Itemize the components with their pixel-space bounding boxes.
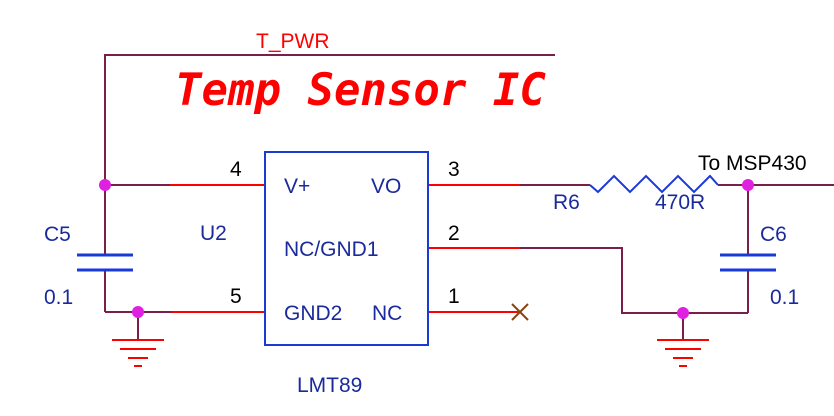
wire-t-pwr — [104, 54, 555, 186]
net-label-msp430: To MSP430 — [698, 152, 807, 175]
c5-value-label: 0.1 — [44, 286, 73, 309]
pin-name-vo: VO — [371, 175, 401, 198]
junction-dot-gnd-left — [132, 306, 144, 318]
ground-symbol-right — [657, 339, 709, 367]
r6-value-label: 470R — [655, 191, 705, 214]
pin-4-number: 4 — [230, 158, 242, 181]
c6-value-label: 0.1 — [770, 286, 799, 309]
ic-ref-label: U2 — [200, 222, 227, 245]
pins — [170, 184, 520, 313]
wire-nc-gnd1 — [520, 247, 748, 314]
junction-dot-gnd-right — [677, 307, 689, 319]
c5-ref-label: C5 — [44, 223, 71, 246]
net-label-t-pwr: T_PWR — [256, 30, 330, 53]
junctions — [99, 179, 754, 319]
pin-5-number: 5 — [230, 285, 242, 308]
pin-1-number: 1 — [448, 285, 460, 308]
no-connect-marker — [511, 303, 529, 321]
ic-body — [264, 151, 429, 346]
resistor-r6 — [589, 174, 719, 194]
pin-name-vplus: V+ — [284, 175, 310, 198]
junction-dot-vplus — [99, 179, 111, 191]
ic-part-label: LMT89 — [297, 374, 362, 397]
pin-3-number: 3 — [448, 158, 460, 181]
pin-name-nc-gnd1: NC/GND1 — [284, 238, 379, 261]
diagram-title: Temp Sensor IC — [175, 65, 546, 116]
ground-symbol-left — [112, 339, 164, 367]
pin-name-nc: NC — [372, 302, 402, 325]
junction-dot-vo — [742, 179, 754, 191]
r6-ref-label: R6 — [553, 191, 580, 214]
c6-ref-label: C6 — [760, 223, 787, 246]
pin-name-gnd2: GND2 — [284, 302, 342, 325]
pin-2-number: 2 — [448, 222, 460, 245]
capacitor-c6 — [720, 253, 776, 272]
capacitor-c5 — [77, 253, 133, 272]
